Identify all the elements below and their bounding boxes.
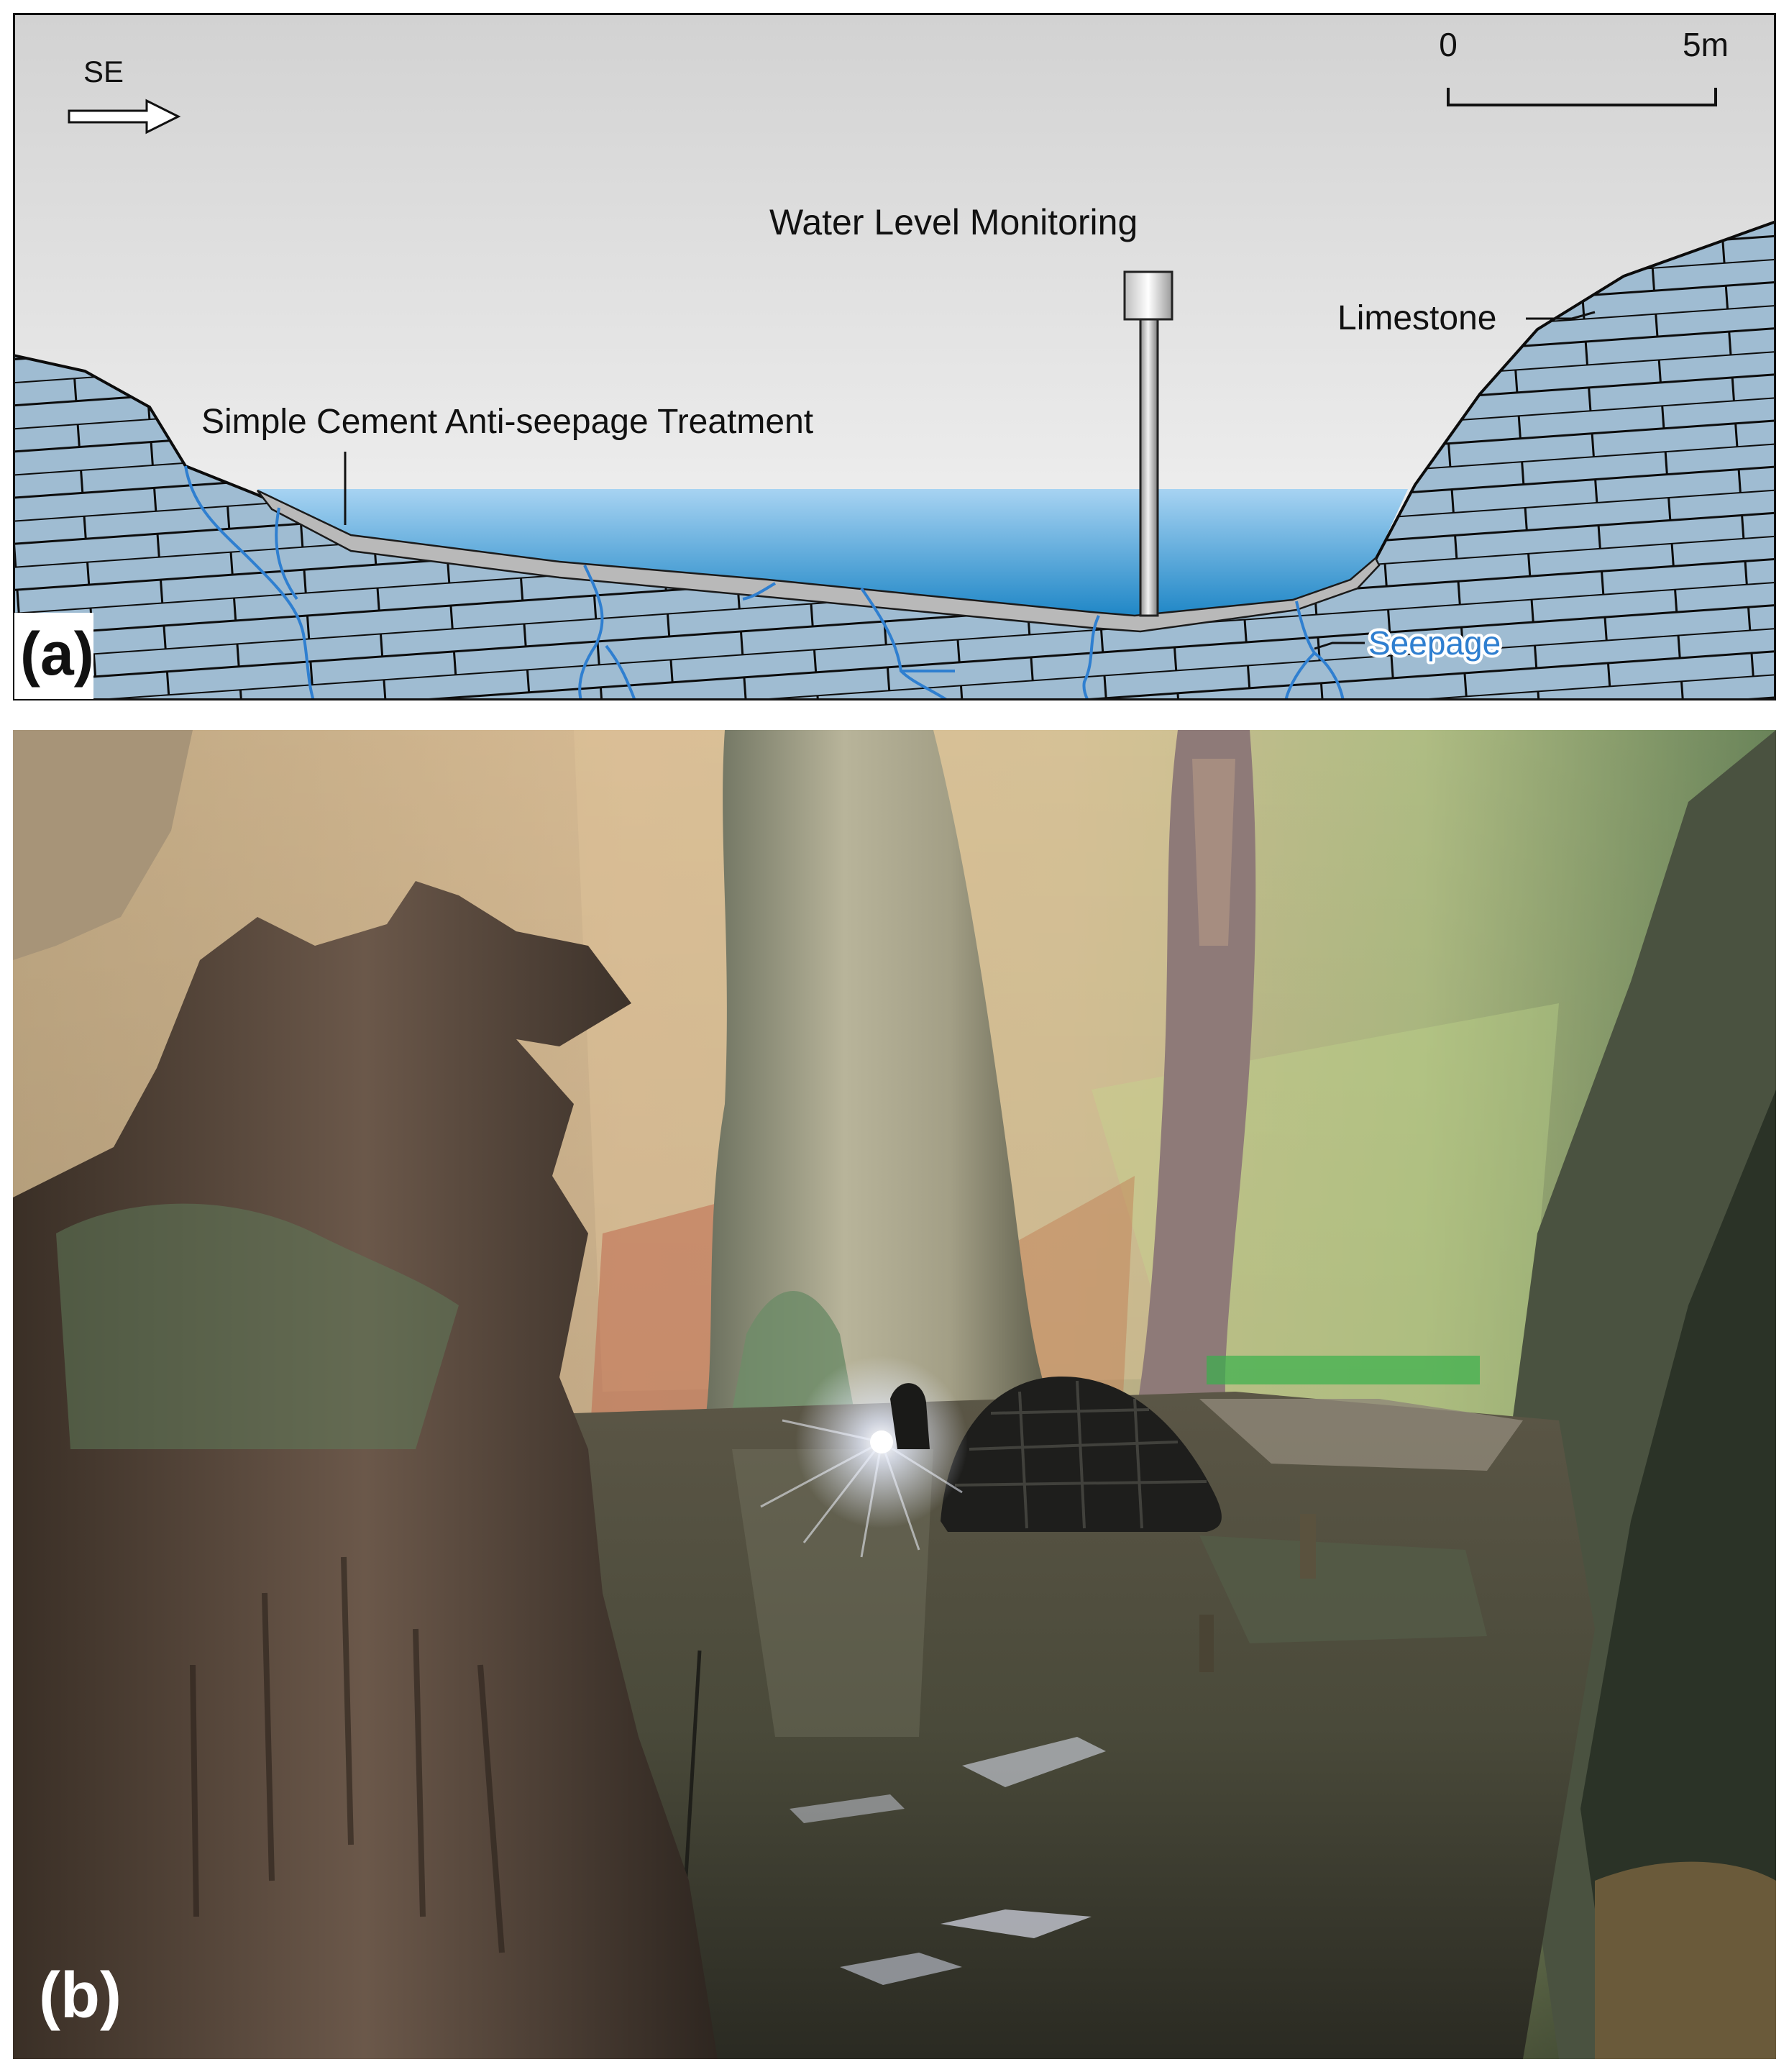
panel-a-label: (a) <box>20 620 94 688</box>
cave-photograph: (b) <box>13 730 1776 2059</box>
direction-indicator: SE <box>68 55 181 134</box>
seepage-label: Seepage <box>1368 624 1501 662</box>
seepage-fractures <box>184 465 1345 700</box>
panel-b-label: (b) <box>39 1960 122 2032</box>
left-upper-rock <box>13 730 193 960</box>
scale-bar: 0 5m <box>1439 26 1729 106</box>
water-level-monitoring-label: Water Level Monitoring <box>769 202 1138 242</box>
central-column <box>703 730 1056 1435</box>
panel-a-frame <box>13 13 1776 700</box>
panel-a-label-box <box>14 613 93 699</box>
cross-section-diagram: SE 0 5m Water Level Monitoring Limestone… <box>13 13 1776 700</box>
leader-lines <box>344 311 1596 650</box>
treatment-label: Simple Cement Anti-seepage Treatment <box>201 403 813 441</box>
caver-figure <box>890 1383 930 1449</box>
scale-start-label: 0 <box>1439 26 1458 63</box>
direction-label: SE <box>83 55 124 88</box>
arrow-right-icon <box>68 99 181 134</box>
monitoring-pipe <box>1139 314 1159 617</box>
scale-bar-line <box>1447 88 1717 106</box>
left-stalagmite <box>13 881 718 2059</box>
scale-end-label: 5m <box>1683 26 1729 63</box>
monitoring-cap <box>1123 270 1173 321</box>
water-body <box>257 489 1408 617</box>
limestone-label: Limestone <box>1337 299 1496 337</box>
cement-lining <box>257 489 1381 633</box>
